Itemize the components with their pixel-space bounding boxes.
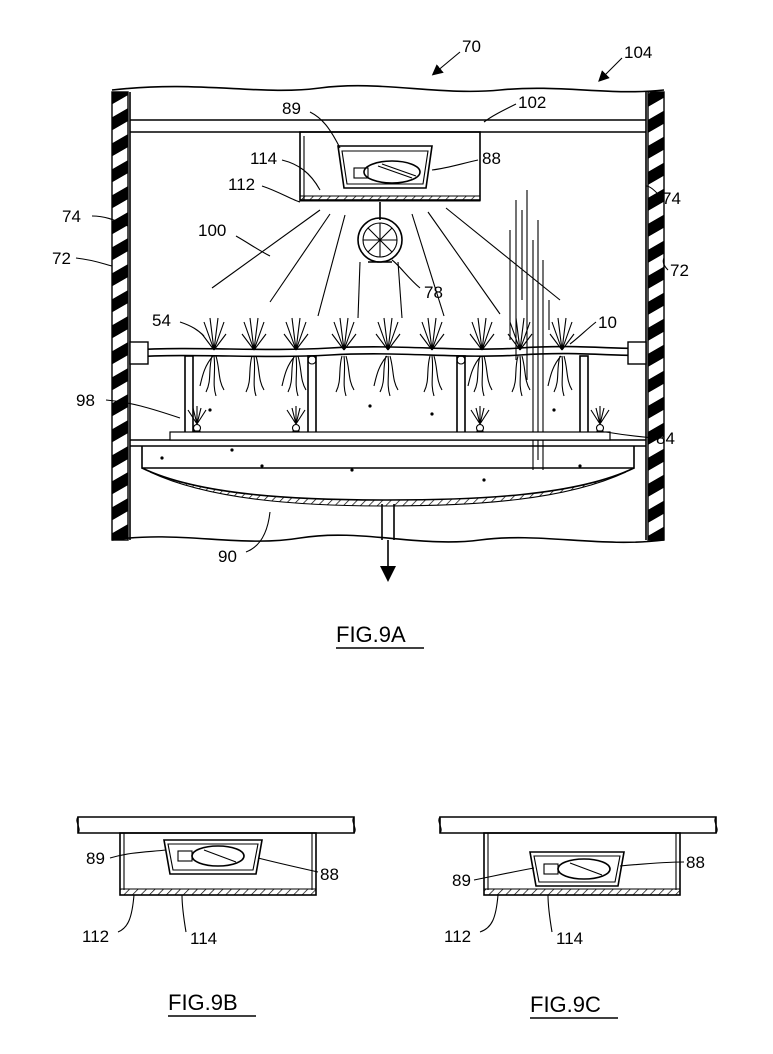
leader-lines <box>75 51 669 553</box>
label-89: 89 <box>86 849 105 868</box>
plants <box>199 317 575 397</box>
figure-9a: 70 104 102 89 88 114 112 74 74 72 72 100… <box>52 37 689 649</box>
left-wall <box>111 91 131 541</box>
label-98: 98 <box>76 391 95 410</box>
figure-title-9c: FIG.9C <box>530 992 601 1017</box>
label-88: 88 <box>482 149 501 168</box>
label-78: 78 <box>424 283 443 302</box>
label-114: 114 <box>190 929 217 948</box>
label-89: 89 <box>282 99 301 118</box>
label-70: 70 <box>462 37 481 56</box>
lamp-bulb <box>353 160 421 184</box>
figure-title-9a: FIG.9A <box>336 622 406 647</box>
mist-lines <box>509 190 550 470</box>
plant <box>241 317 267 397</box>
label-104: 104 <box>624 43 652 62</box>
label-102: 102 <box>518 93 546 112</box>
lamp-housing <box>299 131 481 202</box>
plant <box>199 317 227 397</box>
fan <box>357 202 403 263</box>
plant <box>373 317 401 397</box>
label-112: 112 <box>444 927 471 946</box>
label-88: 88 <box>686 853 705 872</box>
label-112: 112 <box>82 927 109 946</box>
drain-basin <box>141 446 635 582</box>
plant <box>281 317 309 397</box>
plant <box>419 317 445 397</box>
label-90: 90 <box>218 547 237 566</box>
label-10: 10 <box>598 313 617 332</box>
figure-9c: 89 88 112 114 FIG.9C <box>438 816 718 1019</box>
bottom-break-line <box>111 534 665 544</box>
plant <box>467 317 495 397</box>
light-rays <box>211 207 561 319</box>
label-89: 89 <box>452 871 471 890</box>
label-114: 114 <box>250 149 277 168</box>
figure-title-9b: FIG.9B <box>168 990 238 1015</box>
plant <box>331 317 357 397</box>
label-100: 100 <box>198 221 226 240</box>
ceiling-beam <box>130 119 646 133</box>
figure-9b: 89 88 112 114 FIG.9B <box>76 816 356 1017</box>
label-112: 112 <box>228 175 255 194</box>
plant <box>507 317 533 397</box>
label-74-left: 74 <box>62 207 81 226</box>
label-114: 114 <box>556 929 583 948</box>
label-88: 88 <box>320 865 339 884</box>
right-wall <box>645 91 665 541</box>
plant <box>547 317 575 397</box>
label-74-right: 74 <box>662 189 681 208</box>
tray-platform <box>130 431 646 447</box>
droplets <box>160 404 582 482</box>
top-break-line <box>111 84 665 93</box>
label-72-left: 72 <box>52 249 71 268</box>
label-84: 84 <box>656 429 675 448</box>
plant-support-board <box>129 341 647 365</box>
label-72-right: 72 <box>670 261 689 280</box>
label-54: 54 <box>152 311 171 330</box>
